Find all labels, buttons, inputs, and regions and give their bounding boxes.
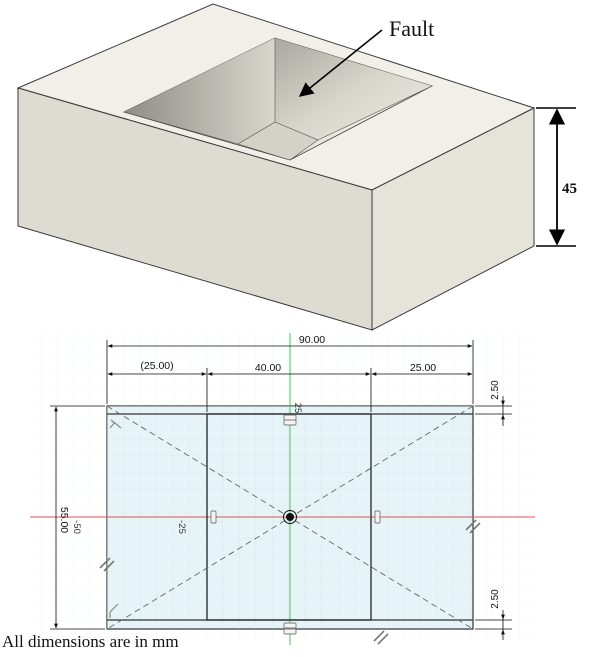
dim-overall-width: 90.00 xyxy=(299,334,325,346)
fault-arrow xyxy=(298,29,383,97)
pocket xyxy=(122,37,434,161)
vertical-constraint-icon xyxy=(210,510,217,524)
coord-left-outer: -50 xyxy=(71,520,82,534)
dim-height: 55.00 xyxy=(58,507,70,533)
dimensions xyxy=(50,340,512,640)
parallel-constraint-icons xyxy=(99,519,481,645)
dim-left-ref: (25.00) xyxy=(140,360,173,372)
units-note: All dimensions are in mm xyxy=(2,632,179,651)
isometric-model: Fault 45 xyxy=(16,3,577,331)
coord-top: 25 xyxy=(292,403,303,414)
perpendicular-constraint-icons xyxy=(109,419,122,618)
midpoint-constraint-icon xyxy=(283,622,297,629)
dim-right: 25.00 xyxy=(410,362,436,374)
coord-left-inner: -25 xyxy=(176,520,187,534)
dim-pocket-width: 40.00 xyxy=(255,362,281,374)
dim-bottom-offset: 2.50 xyxy=(490,589,501,609)
fault-label: Fault xyxy=(389,16,434,41)
constraint-glyphs xyxy=(210,414,381,635)
height-dimension: 45 xyxy=(536,107,577,247)
sketch-view: 90.00 (25.00) 40.00 25.00 55.00 2.50 2.5… xyxy=(30,330,535,645)
height-label: 45 xyxy=(562,181,577,197)
vertical-constraint-icon xyxy=(374,510,381,524)
right-face xyxy=(371,107,535,331)
pocket-back-wall-right xyxy=(275,38,432,140)
midpoint-constraint-icon xyxy=(283,414,297,421)
center-point xyxy=(286,513,294,521)
pocket-back-wall-left xyxy=(124,38,275,144)
dim-top-offset: 2.50 xyxy=(490,380,501,400)
pocket-rectangle xyxy=(206,413,372,621)
